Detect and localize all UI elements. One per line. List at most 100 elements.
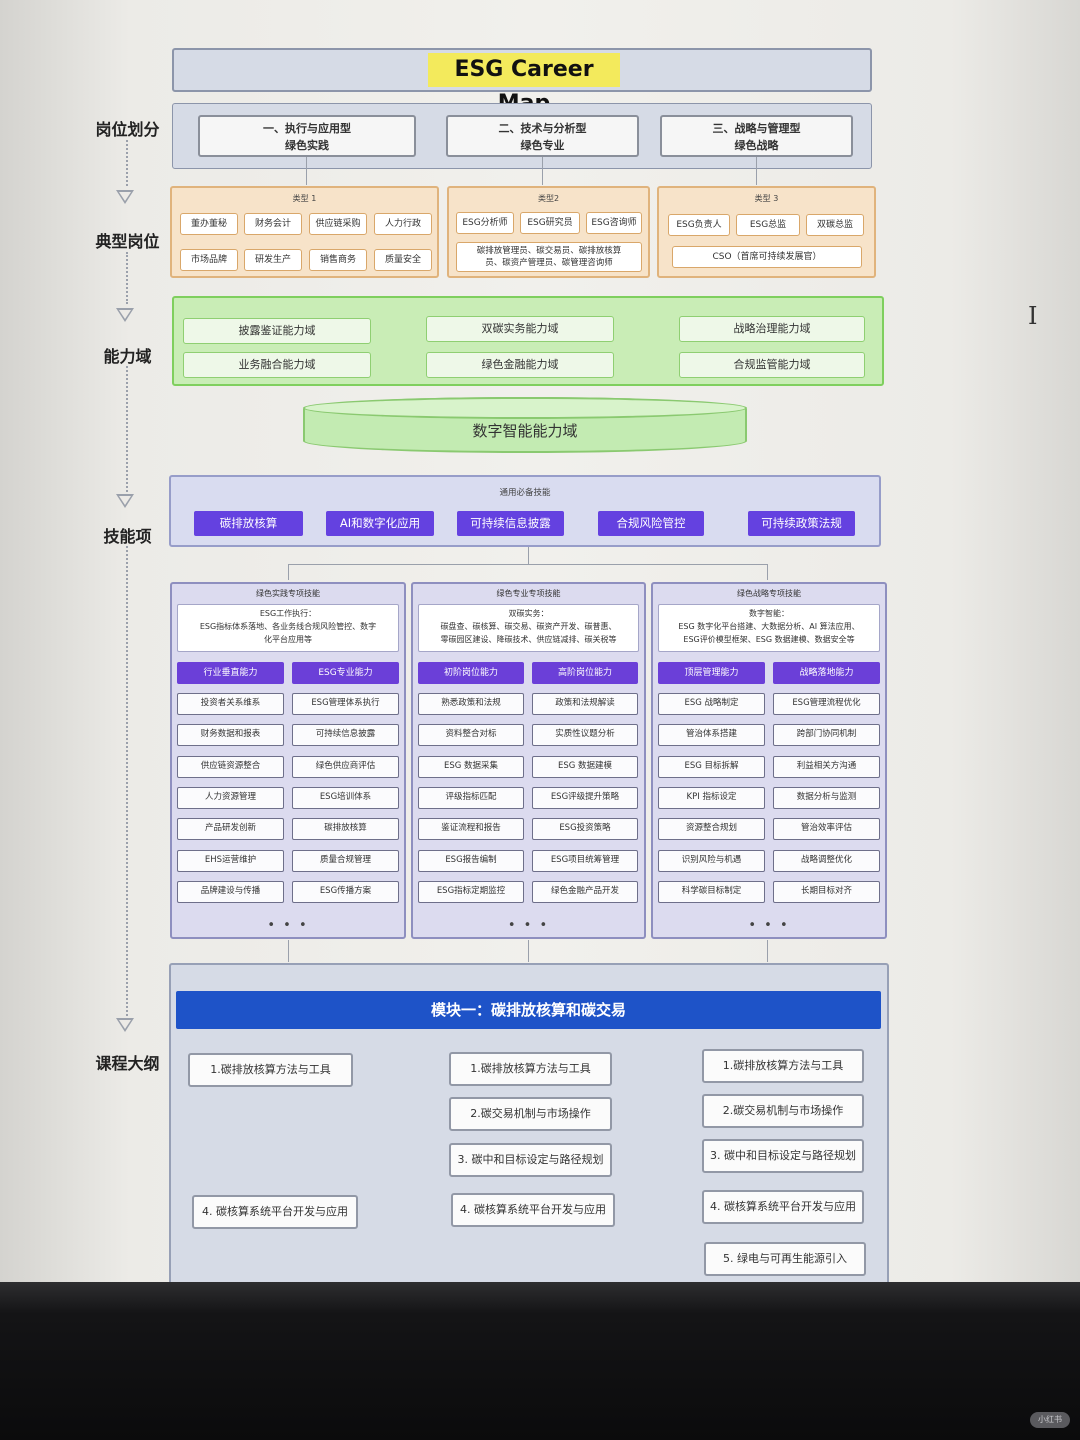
role-type-execution: 一、执行与应用型 绿色实践 [198, 115, 416, 157]
skill-cell: ESG管理流程优化 [773, 693, 880, 715]
row-connector [126, 140, 128, 186]
skill-cell: ESG管理体系执行 [292, 693, 399, 715]
position-tag: ESG咨询师 [586, 212, 642, 234]
role-type-strategic: 三、战略与管理型 绿色战略 [660, 115, 853, 157]
branch-connector [288, 564, 768, 565]
more-ellipsis: • • • [507, 918, 550, 933]
skill-cell: 实质性议题分析 [532, 724, 638, 747]
skill-cell: ESG 目标拆解 [658, 755, 765, 778]
role-type-subtitle: 绿色专业 [520, 139, 565, 152]
skill-column-description: 双碳实务： 碳盘查、碳核算、碳交易、碳资产开发、碳普惠、零碳园区建设、降碳技术、供… [418, 604, 639, 652]
skill-cell: ESG 数据采集 [418, 755, 524, 778]
position-tag-wide: 碳排放管理员、碳交易员、碳排放核算 员、碳资产管理员、碳管理咨询师 [456, 242, 642, 272]
course-item: 3. 碳中和目标设定与路径规划 [702, 1139, 864, 1173]
skill-cell: 利益相关方沟通 [773, 755, 880, 778]
down-arrow-icon [116, 494, 134, 508]
skill-cell: 政策和法规解读 [532, 693, 638, 715]
skill-subheader: 高阶岗位能力 [532, 662, 638, 684]
course-item: 4. 碳核算系统平台开发与应用 [702, 1190, 864, 1224]
row-connector [126, 252, 128, 304]
capability-chip: 披露鉴证能力域 [183, 318, 371, 344]
monitor-bezel [0, 1282, 1080, 1440]
skill-cell: 长期目标对齐 [773, 880, 880, 903]
position-tag-line: 碳排放管理员、碳交易员、碳排放核算 [476, 246, 622, 256]
branch-connector [288, 564, 289, 580]
capability-chip: 战略治理能力域 [679, 316, 865, 342]
skill-cell: 数据分析与监测 [773, 786, 880, 809]
skill-cell: 财务数据和报表 [177, 724, 284, 747]
more-ellipsis: • • • [267, 918, 309, 933]
skill-cell: ESG指标定期监控 [418, 880, 524, 903]
skill-cell: 评级指标匹配 [418, 786, 524, 809]
map-title: ESG Career Map [428, 53, 620, 116]
position-tag: 市场品牌 [180, 249, 238, 271]
digital-domain-label: 数字智能能力域 [472, 422, 578, 440]
skill-cell: EHS运营维护 [177, 849, 284, 872]
skill-cell: 人力资源管理 [177, 786, 284, 809]
watermark-label: 小红书 [1030, 1412, 1070, 1428]
skill-cell: KPI 指标设定 [658, 786, 765, 809]
description-line: 双碳实务： [508, 609, 549, 618]
connector-arrow [542, 157, 543, 185]
position-group-caption: 类型 1 [292, 194, 317, 203]
skill-cell: 熟悉政策和法规 [418, 693, 524, 715]
connector-arrow [288, 940, 289, 962]
row-label-course-outline: 课程大纲 [95, 1054, 160, 1073]
description-line: 碳盘查、碳核算、碳交易、碳资产开发、碳普惠、 [440, 622, 617, 631]
description-line: ESG评价模型框架、ESG 数据建模、数据安全等 [683, 635, 855, 644]
skill-chip: AI和数字化应用 [326, 511, 434, 536]
description-line: ESG 数字化平台搭建、大数据分析、AI 算法应用、 [678, 622, 860, 631]
skill-cell: 产品研发创新 [177, 818, 284, 841]
skill-subheader: 行业垂直能力 [177, 662, 284, 684]
row-label-skill-items: 技能项 [103, 527, 152, 546]
course-item: 1.碳排放核算方法与工具 [449, 1052, 612, 1086]
row-connector [126, 366, 128, 492]
common-skills-caption: 通用必备技能 [499, 488, 551, 498]
position-tag: 销售商务 [309, 249, 367, 271]
course-item: 1.碳排放核算方法与工具 [702, 1049, 864, 1083]
row-label-role-division: 岗位划分 [95, 120, 160, 139]
position-tag: 董办董秘 [180, 213, 238, 235]
course-item: 4. 碳核算系统平台开发与应用 [451, 1193, 615, 1227]
text-cursor-icon: I [1028, 302, 1038, 330]
row-label-capability-domains: 能力域 [103, 347, 152, 366]
position-tag: ESG分析师 [456, 212, 514, 234]
skill-cell: ESG评级提升策略 [532, 786, 638, 809]
skill-cell: 绿色金融产品开发 [532, 880, 638, 903]
position-group-caption: 类型2 [537, 194, 560, 203]
skill-cell: 资源整合规划 [658, 818, 765, 841]
position-tag: 财务会计 [244, 213, 302, 235]
description-line: 零碳园区建设、降碳技术、供应链减排、碳关税等 [440, 635, 617, 644]
position-tag-line: 员、碳资产管理员、碳管理咨询师 [485, 258, 613, 268]
skill-chip: 可持续政策法规 [748, 511, 855, 536]
skill-cell: 质量合规管理 [292, 849, 399, 872]
role-type-subtitle: 绿色战略 [734, 139, 779, 152]
course-item: 5. 绿电与可再生能源引入 [704, 1242, 866, 1276]
skill-column-description: ESG工作执行：ESG指标体系落地、各业务线合规风险管控、数字化平台应用等 [177, 604, 399, 652]
skill-subheader: 顶层管理能力 [658, 662, 765, 684]
course-item: 3. 碳中和目标设定与路径规划 [449, 1143, 612, 1177]
skill-subheader: 初阶岗位能力 [418, 662, 524, 684]
skill-cell: ESG传播方案 [292, 880, 399, 903]
capability-chip: 双碳实务能力域 [426, 316, 614, 342]
skill-chip: 合规风险管控 [598, 511, 704, 536]
position-tag: 质量安全 [374, 249, 432, 271]
capability-chip: 合规监管能力域 [679, 352, 865, 378]
skill-cell: 碳排放核算 [292, 818, 399, 841]
capability-chip: 绿色金融能力域 [426, 352, 614, 378]
course-item: 2.碳交易机制与市场操作 [449, 1097, 612, 1131]
down-arrow-icon [116, 308, 134, 322]
skill-column-caption: 绿色战略专项技能 [737, 589, 801, 598]
connector-arrow [756, 157, 757, 185]
skill-cell: ESG投资策略 [532, 818, 638, 841]
position-tag: ESG负责人 [668, 214, 730, 236]
skill-cell: 管治效率评估 [773, 818, 880, 841]
skill-cell: ESG 数据建模 [532, 755, 638, 778]
skill-cell: 跨部门协同机制 [773, 724, 880, 747]
photographed-monitor-screen: ESG Career Map 岗位划分 典型岗位 能力域 技能项 课程大纲 一、… [0, 0, 1080, 1293]
skill-cell: 投资者关系维系 [177, 693, 284, 715]
skill-cell: ESG 战略制定 [658, 693, 765, 715]
position-tag: 研发生产 [244, 249, 302, 271]
role-type-technical: 二、技术与分析型 绿色专业 [446, 115, 639, 157]
description-line: ESG工作执行： [259, 609, 317, 618]
